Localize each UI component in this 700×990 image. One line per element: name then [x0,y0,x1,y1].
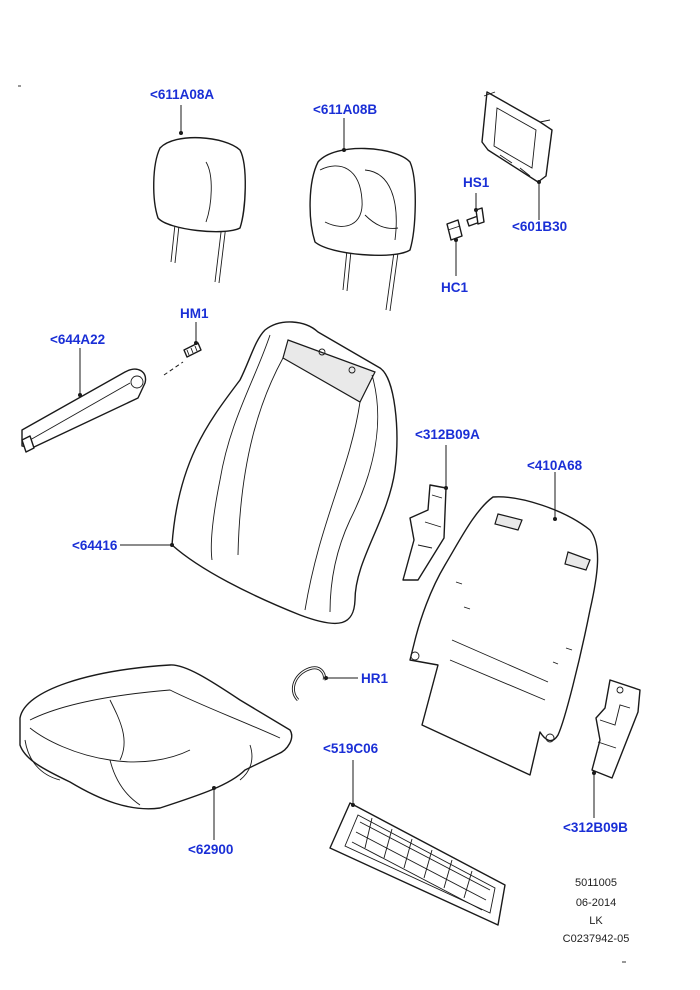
hr1-clip-part[interactable] [292,666,358,702]
callout-cushion[interactable]: <62900 [188,842,234,857]
diagram-code: LK [589,915,603,927]
armrest-part[interactable] [21,348,147,453]
headrest-b-part[interactable] [309,118,416,312]
callout-armrest[interactable]: <644A22 [50,332,106,347]
callout-bracket-b[interactable]: <312B09B [563,820,628,835]
callout-bezel[interactable]: <601B30 [512,219,568,234]
mesh-panel-part[interactable] [329,760,506,926]
callout-back-panel[interactable]: <410A68 [527,458,583,473]
back-panel-part[interactable] [409,472,599,776]
callout-backrest[interactable]: <64416 [72,538,118,553]
hc1-clip-part[interactable] [446,219,463,276]
diagram-id: C0237942-05 [562,933,630,945]
callout-headrest-a[interactable]: <611A08A [150,87,215,102]
hm1-fastener-part[interactable] [163,322,202,376]
bezel-part[interactable] [481,91,553,220]
callout-hs1[interactable]: HS1 [463,175,490,190]
bracket-b-part[interactable] [591,679,641,818]
diagram-ref-number: 5011005 [574,877,617,889]
bracket-a-part[interactable] [402,445,448,581]
callout-hr1[interactable]: HR1 [361,671,389,686]
seat-cushion-part[interactable] [19,664,293,840]
backrest-part[interactable] [120,321,398,625]
callout-mesh[interactable]: <519C06 [323,741,379,756]
hs1-screw-part[interactable] [466,193,485,227]
callout-hc1[interactable]: HC1 [441,280,469,295]
callout-headrest-b[interactable]: <611A08B [313,102,378,117]
headrest-a-part[interactable] [153,105,246,284]
diagram-date: 06-2014 [575,897,617,909]
callout-bracket-a[interactable]: <312B09A [415,427,480,442]
callout-hm1[interactable]: HM1 [180,306,209,321]
